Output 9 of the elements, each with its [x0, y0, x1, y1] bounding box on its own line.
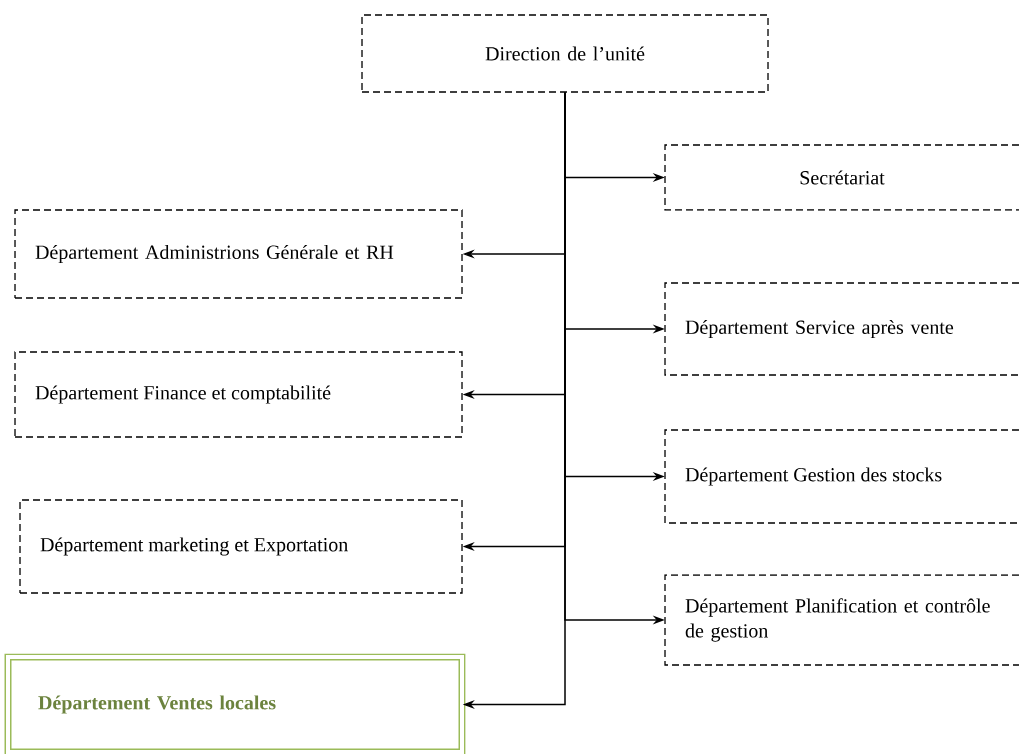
- dashed-box: Département Finance et comptabilité: [14, 351, 463, 438]
- dashed-box: Secrétariat: [664, 144, 1019, 211]
- highlighted-box: Département Ventes locales: [4, 653, 466, 754]
- dashed-box: Département Service après vente: [664, 282, 1019, 376]
- dashed-box: Département Planification et contrôle de gestion: [664, 574, 1019, 666]
- dashed-box: Direction de l’unité: [361, 14, 769, 93]
- dashed-box: Département Administrions Générale et RH: [14, 209, 463, 299]
- dashed-box: Département marketing et Exportation: [19, 499, 463, 594]
- dashed-box: Département Gestion des stocks: [664, 429, 1019, 524]
